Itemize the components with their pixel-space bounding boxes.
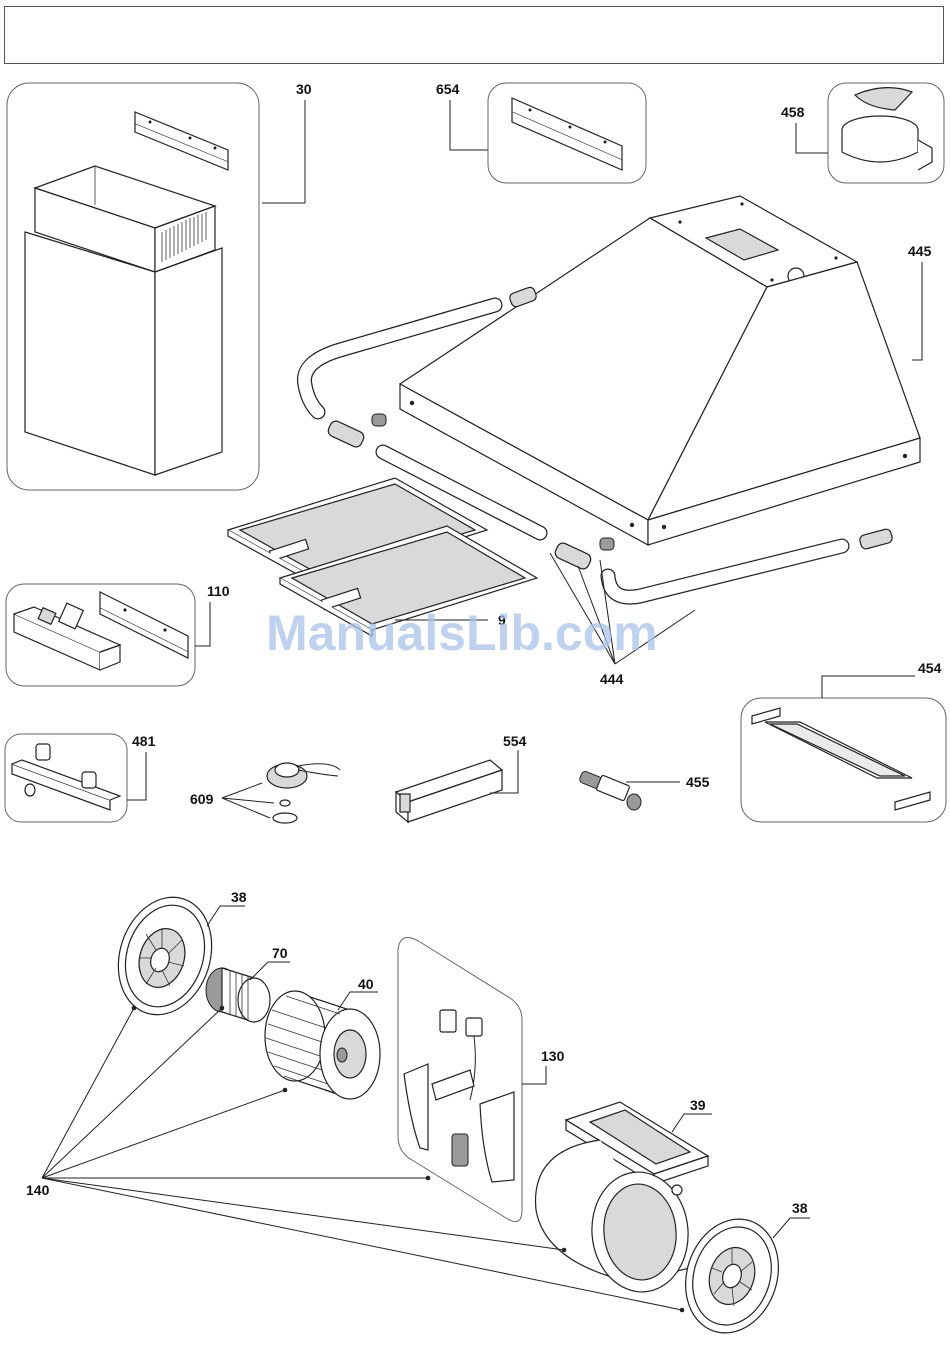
label-654: 654: [436, 81, 460, 97]
part-110-group: 110: [6, 583, 230, 686]
label-110: 110: [207, 583, 230, 599]
chimney-bracket-drawing: [135, 112, 228, 170]
label-38-top: 38: [231, 889, 247, 905]
part-39-housing: 39: [536, 1097, 712, 1296]
part-455-group: 455: [579, 770, 710, 810]
label-609: 609: [190, 791, 214, 807]
hose-connector-3: [372, 414, 386, 426]
label-40: 40: [358, 976, 374, 992]
label-30: 30: [296, 81, 312, 97]
part-481-group: 481: [5, 733, 156, 822]
label-454: 454: [918, 660, 942, 676]
label-140: 140: [26, 1182, 50, 1198]
label-444: 444: [600, 671, 624, 687]
part-654-group: 654: [436, 81, 646, 183]
label-70: 70: [272, 945, 288, 961]
label-38-bottom: 38: [792, 1200, 808, 1216]
label-458: 458: [781, 104, 805, 120]
label-445: 445: [908, 243, 932, 259]
part-554-group: 554: [396, 733, 527, 822]
hose-connector-2: [326, 419, 365, 449]
part-458-group: 458: [781, 83, 944, 183]
label-39: 39: [690, 1097, 706, 1113]
label-455: 455: [686, 774, 710, 790]
label-130: 130: [541, 1048, 565, 1064]
hose-connector-4: [553, 541, 592, 571]
lower-chimney-drawing: [25, 232, 222, 475]
part-609-lamp-group: 609: [190, 763, 340, 823]
part-30-chimney-group: 30: [7, 81, 312, 490]
hose-connector-6: [859, 528, 894, 550]
watermark-text: ManualsLib.com: [266, 605, 658, 661]
label-554: 554: [503, 733, 527, 749]
part-445-hood-group: 445: [400, 196, 932, 545]
part-40-blower-wheel: 40: [265, 976, 380, 1099]
label-481: 481: [132, 733, 156, 749]
hose-connector-5: [600, 538, 614, 550]
part-38-ring-bottom: 38: [671, 1200, 810, 1345]
part-454-group: 454: [741, 660, 946, 822]
